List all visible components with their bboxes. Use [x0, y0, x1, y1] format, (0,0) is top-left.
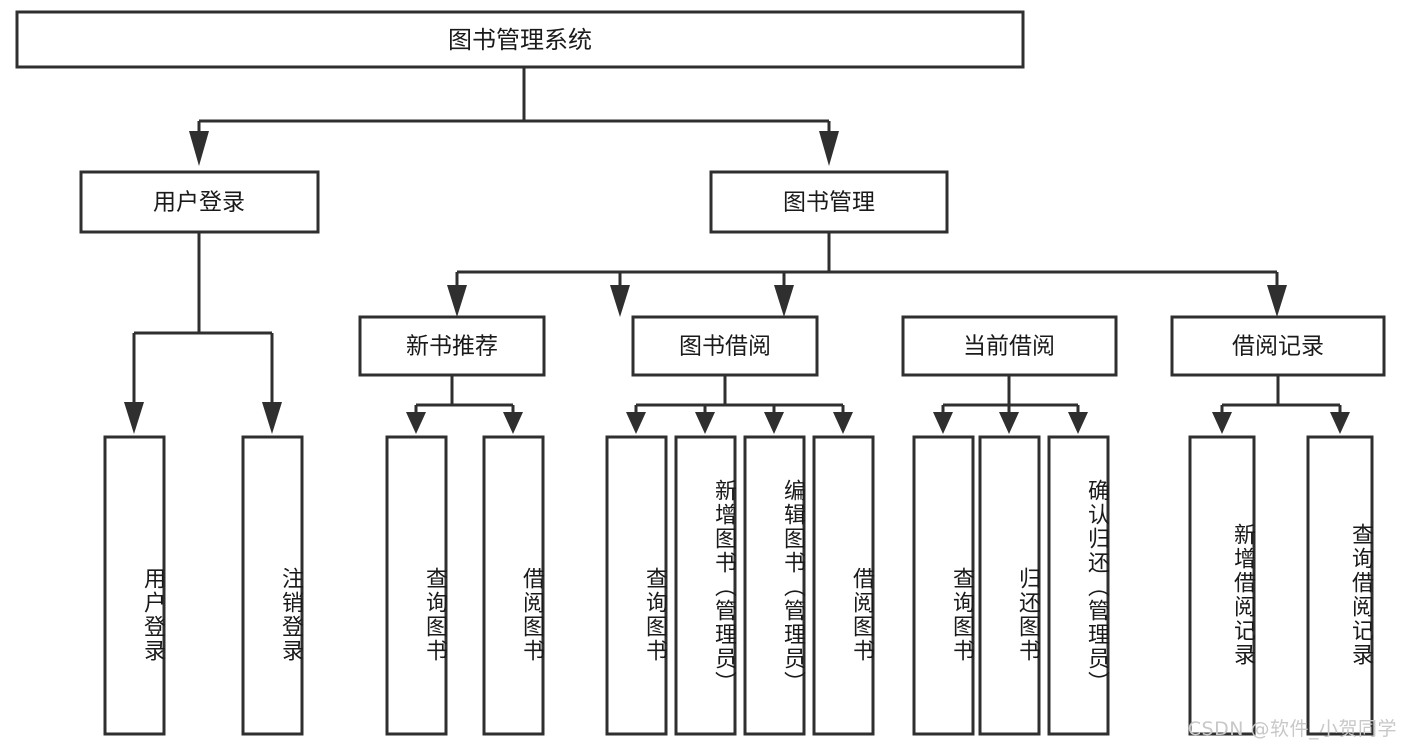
arrow-head-icon: [503, 412, 523, 434]
arrow-head-icon: [1267, 285, 1287, 317]
arrow-head-icon: [764, 412, 784, 434]
leaf-box-borrow-book-1[interactable]: [482, 435, 545, 736]
leaf-box-query-record[interactable]: [1306, 435, 1374, 736]
leaf-box-edit-book[interactable]: [743, 435, 806, 736]
leaf-box-user-login[interactable]: [103, 435, 166, 736]
root-label: 图书管理系统: [448, 26, 592, 54]
leaf-box-logout-login[interactable]: [241, 435, 304, 736]
arrow-head-icon: [933, 412, 953, 434]
node-user-login[interactable]: 用户登录: [79, 170, 320, 234]
leaf-box-borrow-book-2[interactable]: [812, 435, 875, 736]
leaf-box-query-book-1[interactable]: [385, 435, 448, 736]
node-book-manage[interactable]: 图书管理: [709, 170, 949, 234]
book-borrow-label: 图书借阅: [679, 334, 771, 360]
arrow-head-icon: [406, 412, 426, 434]
arrow-head-icon: [695, 412, 715, 434]
leaf-box-query-book-3[interactable]: [912, 435, 975, 736]
arrow-head-icon: [189, 131, 209, 166]
new-book-recommend-box: [358, 315, 546, 377]
connector-new-book-recommend-to-leaves: [406, 375, 523, 434]
connector-borrow-record-to-leaves: [1212, 375, 1350, 434]
arrow-head-icon: [447, 285, 467, 317]
borrow-record-label: 借阅记录: [1232, 334, 1324, 360]
watermark-label: CSDN @软件_小贺同学: [1187, 718, 1397, 740]
current-borrow-box: [901, 315, 1118, 377]
node-book-borrow[interactable]: 图书借阅: [631, 315, 819, 377]
leaf-box-return-book[interactable]: [978, 435, 1041, 736]
connector-root-to-level2: [189, 67, 839, 166]
arrow-head-icon: [124, 402, 144, 434]
leaf-box-confirm-return[interactable]: [1047, 435, 1110, 736]
connector-book-borrow-to-leaves: [626, 375, 853, 434]
connector-user-login-to-leaves: [124, 232, 282, 434]
arrow-head-icon: [1330, 412, 1350, 434]
connector-current-borrow-to-leaves: [933, 375, 1088, 434]
arrow-head-icon: [1068, 412, 1088, 434]
node-new-book-recommend[interactable]: 新书推荐: [358, 315, 546, 377]
arrow-head-icon: [833, 412, 853, 434]
arrow-head-icon: [774, 285, 794, 317]
user-login-box: [79, 170, 320, 234]
arrow-head-icon: [1212, 412, 1232, 434]
leaf-box-add-book[interactable]: [674, 435, 737, 736]
arrow-head-icon: [819, 131, 839, 166]
arrow-head-icon: [999, 412, 1019, 434]
arrow-head-icon: [262, 402, 282, 434]
node-current-borrow[interactable]: 当前借阅: [901, 315, 1118, 377]
arrow-head-icon: [626, 412, 646, 434]
current-borrow-label: 当前借阅: [963, 334, 1055, 360]
user-login-label: 用户登录: [153, 190, 245, 216]
leaf-box-query-book-2[interactable]: [605, 435, 668, 736]
connector-book-manage-to-level3: [447, 232, 1287, 317]
book-manage-label: 图书管理: [783, 190, 875, 216]
leaf-box-add-record[interactable]: [1188, 435, 1256, 736]
node-borrow-record[interactable]: 借阅记录: [1170, 315, 1386, 377]
root-box: [15, 10, 1025, 69]
new-book-recommend-label: 新书推荐: [406, 334, 498, 360]
node-root[interactable]: 图书管理系统: [15, 10, 1025, 69]
arrow-head-icon: [610, 285, 630, 317]
